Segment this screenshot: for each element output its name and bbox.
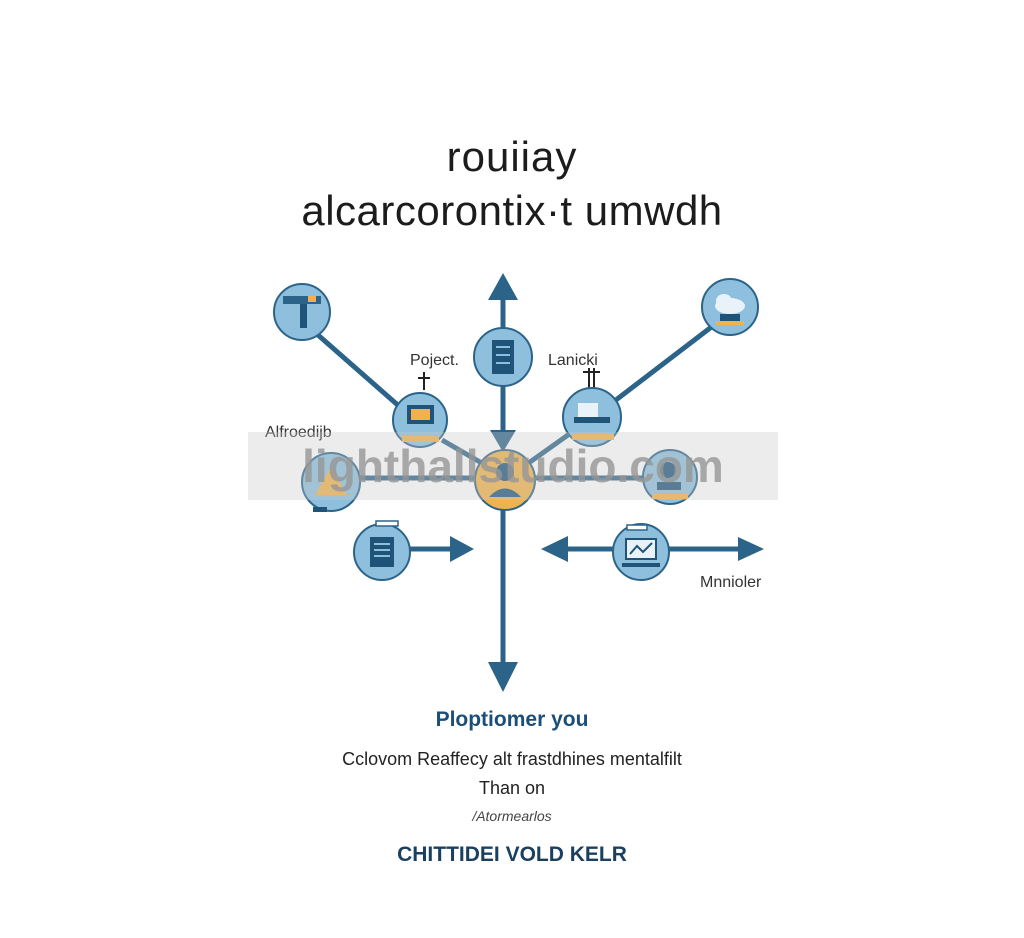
footer-heading: Ploptiomer you xyxy=(435,708,589,731)
building-icon xyxy=(273,283,331,341)
arrow-right-far-icon xyxy=(738,537,764,561)
label-pins xyxy=(418,368,600,390)
footer-small-text: /Atormearlos xyxy=(472,808,552,824)
arrow-left-icon xyxy=(541,536,568,562)
footer-description-2: Than on xyxy=(478,778,546,798)
desk-icon xyxy=(562,387,622,447)
line-monitor-to-hub xyxy=(440,437,482,465)
watermark-text: lighthallstudio.com xyxy=(248,432,778,500)
label-lanicki: Lanicki xyxy=(548,352,598,369)
footer-description: Cclovom Reaffecy alt frastdhines mentalf… xyxy=(342,749,682,769)
footer-brand: CHITTIDEI VOLD KELR xyxy=(397,843,627,866)
arrow-down-hub-icon xyxy=(490,430,516,452)
line-building-to-monitor xyxy=(316,333,402,409)
diagram-title-line-1: rouiiay xyxy=(446,133,578,180)
label-poject: Poject. xyxy=(410,352,459,369)
connector-lines xyxy=(316,300,738,662)
label-mnnioler: Mnnioler xyxy=(700,574,762,591)
monitor-icon xyxy=(392,392,448,448)
diagram-title-line-2: alcarcorontix·t umwdh xyxy=(301,187,723,234)
triangle-icon xyxy=(301,452,361,512)
arrow-down-icon xyxy=(488,662,518,692)
person-icon xyxy=(474,449,536,511)
arrow-heads xyxy=(450,273,764,692)
line-cloud-to-desk xyxy=(610,323,716,405)
label-alfroedih: Alfroedijb xyxy=(265,424,332,441)
arrow-right-icon xyxy=(450,536,474,562)
presentation-icon xyxy=(612,523,670,581)
arrow-up-icon xyxy=(488,273,518,300)
cloud-icon xyxy=(701,278,759,336)
server-icon xyxy=(473,327,533,387)
document-icon xyxy=(353,520,411,581)
line-desk-to-hub xyxy=(528,427,577,465)
user-icon xyxy=(642,449,698,505)
